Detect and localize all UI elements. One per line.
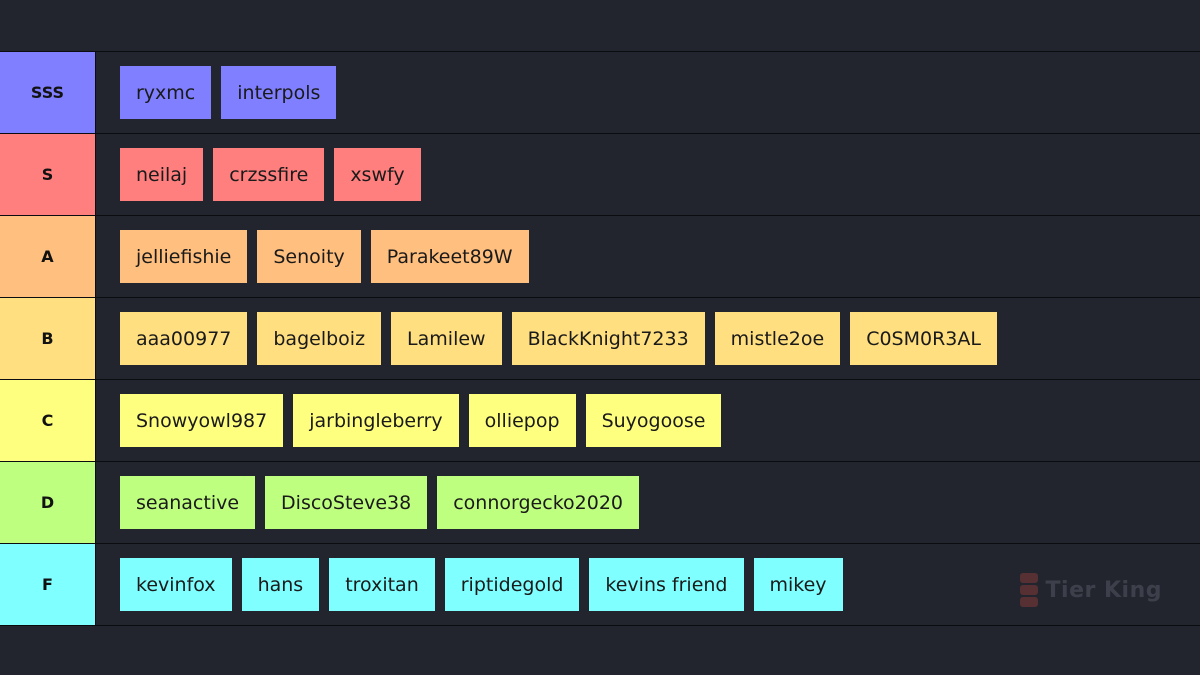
tier-item[interactable]: ryxmc [120, 66, 212, 119]
tier-item[interactable]: kevins friend [589, 558, 744, 611]
tier-item[interactable]: DiscoSteve38 [265, 476, 428, 529]
tier-label[interactable]: SSS [0, 52, 96, 133]
tier-item[interactable]: Lamilew [391, 312, 502, 365]
tier-label[interactable]: S [0, 134, 96, 215]
tier-item[interactable]: Suyogoose [585, 394, 722, 447]
tier-item[interactable]: C0SM0R3AL [850, 312, 997, 365]
tier-label[interactable]: F [0, 544, 96, 625]
tier-item[interactable]: riptidegold [444, 558, 580, 611]
tier-item[interactable]: xswfy [334, 148, 421, 201]
tier-item[interactable]: jarbingleberry [293, 394, 459, 447]
tier-label[interactable]: B [0, 298, 96, 379]
tier-king-logo-icon [1019, 573, 1038, 607]
tier-item[interactable]: crzssfire [213, 148, 325, 201]
tier-item[interactable]: seanactive [120, 476, 256, 529]
tier-item[interactable]: Senoity [257, 230, 361, 283]
tier-item[interactable]: connorgecko2020 [437, 476, 639, 529]
tier-item[interactable]: hans [241, 558, 320, 611]
tier-item[interactable]: neilaj [120, 148, 204, 201]
tier-label[interactable]: A [0, 216, 96, 297]
tier-item[interactable]: kevinfox [120, 558, 232, 611]
tier-item[interactable]: BlackKnight7233 [511, 312, 705, 365]
watermark-text: Tier King [1045, 577, 1162, 603]
tier-item[interactable]: Snowyowl987 [120, 394, 284, 447]
watermark: Tier King [1019, 573, 1162, 607]
tier-item[interactable]: troxitan [329, 558, 435, 611]
tier-item[interactable]: bagelboiz [257, 312, 382, 365]
tier-item[interactable]: aaa00977 [120, 312, 248, 365]
tier-item[interactable]: interpols [221, 66, 337, 119]
tier-label[interactable]: C [0, 380, 96, 461]
tier-item[interactable]: mistle2oe [714, 312, 841, 365]
tier-item[interactable]: jelliefishie [120, 230, 248, 283]
tier-item[interactable]: olliepop [468, 394, 576, 447]
tier-label[interactable]: D [0, 462, 96, 543]
tier-item[interactable]: mikey [753, 558, 843, 611]
tier-item[interactable]: Parakeet89W [370, 230, 529, 283]
